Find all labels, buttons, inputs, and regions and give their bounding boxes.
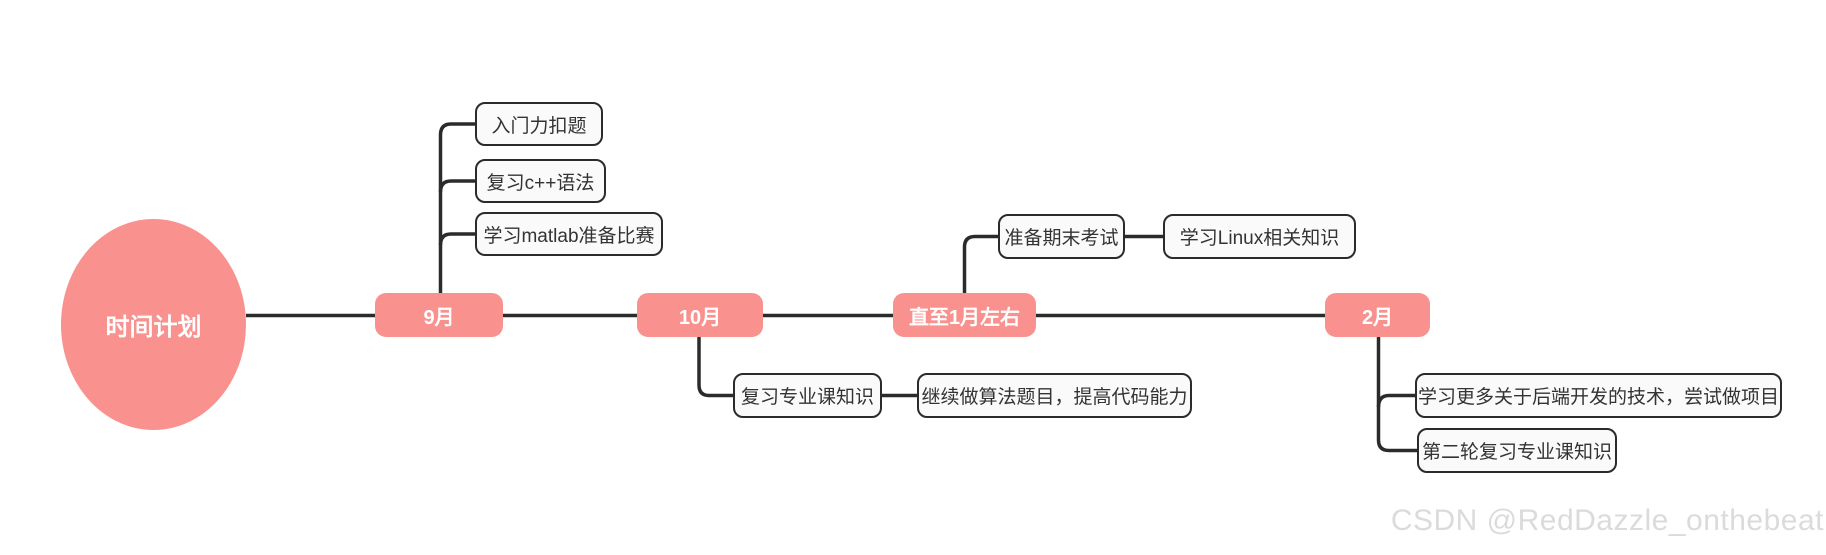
task-node-learn-matlab-competition[interactable]: 学习matlab准备比赛 [475,212,663,256]
branch-september-elbow-2 [438,179,475,193]
month-node-february[interactable]: 2月 [1325,293,1430,337]
branch-january-spine [962,234,998,296]
month-node-until-january[interactable]: 直至1月左右 [893,293,1036,337]
branch-february-spine [1376,336,1417,453]
watermark-text: CSDN @RedDazzle_onthebeat [1390,504,1824,537]
task-node-review-cpp-syntax[interactable]: 复习c++语法 [475,159,606,203]
month-node-september[interactable]: 9月 [375,293,503,337]
task-node-review-major-courses[interactable]: 复习专业课知识 [733,373,882,418]
branch-september-elbow-3 [438,232,475,246]
task-node-learn-linux[interactable]: 学习Linux相关知识 [1163,214,1356,259]
task-node-continue-algorithms[interactable]: 继续做算法题目，提高代码能力 [917,373,1192,418]
task-node-backend-projects[interactable]: 学习更多关于后端开发的技术，尝试做项目 [1415,373,1782,418]
month-node-october[interactable]: 10月 [637,293,763,337]
task-node-prepare-final-exams[interactable]: 准备期末考试 [998,214,1125,259]
branch-september-spine [438,122,475,294]
task-node-second-round-review[interactable]: 第二轮复习专业课知识 [1417,428,1617,473]
branch-february-elbow-1 [1376,393,1415,408]
root-node-time-plan[interactable]: 时间计划 [61,219,246,430]
branch-october-spine [697,336,733,398]
task-node-intro-leetcode[interactable]: 入门力扣题 [475,102,603,146]
